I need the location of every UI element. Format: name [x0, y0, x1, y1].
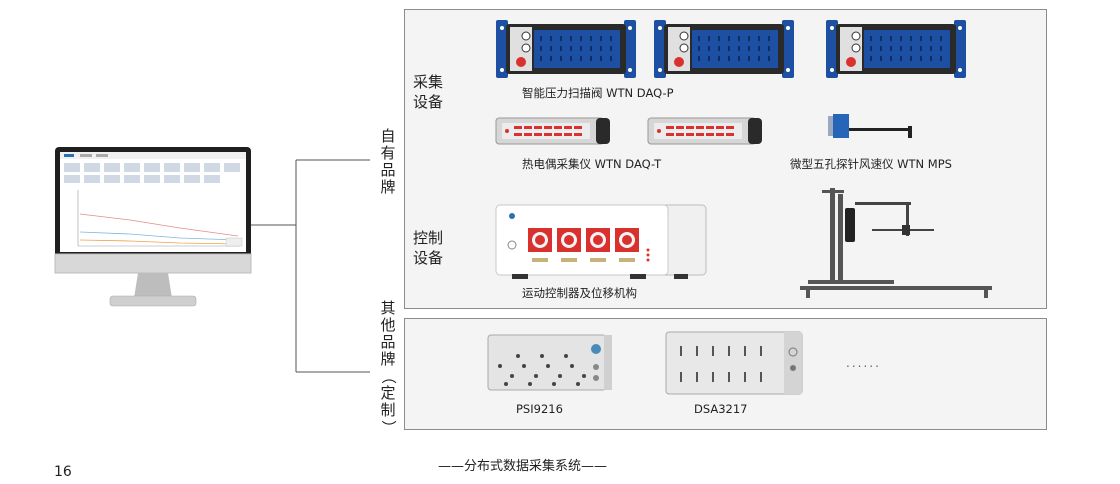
psi-caption: PSI9216	[516, 402, 563, 416]
vertical-char: 自	[380, 127, 396, 145]
control-label-line1: 控制	[413, 229, 444, 247]
control-label: 控制 设备	[413, 228, 443, 268]
own-brand-label: 自有品牌	[379, 128, 397, 196]
daq-t-caption: 热电偶采集仪 WTN DAQ-T	[522, 157, 662, 171]
other-brand-label: 其他品牌（定制）	[379, 299, 398, 436]
controller-caption: 运动控制器及位移机构	[522, 286, 637, 300]
more-devices-ellipsis: ......	[846, 356, 881, 370]
mps-caption: 微型五孔探针风速仪 WTN MPS	[790, 157, 952, 171]
vertical-char: 其	[380, 299, 396, 317]
figure-caption: ——分布式数据采集系统——	[438, 459, 608, 474]
daq-p-caption: 智能压力扫描阀 WTN DAQ-P	[522, 86, 674, 100]
acquisition-label: 采集 设备	[413, 72, 443, 112]
vertical-char: 品	[380, 333, 396, 351]
vertical-char: 牌	[380, 178, 396, 196]
page-number: 16	[54, 464, 72, 480]
vertical-char: 品	[380, 161, 396, 179]
vertical-char: 他	[380, 316, 396, 334]
acquisition-label-line2: 设备	[413, 93, 444, 111]
control-label-line2: 设备	[413, 249, 444, 267]
dsa-caption: DSA3217	[694, 402, 748, 416]
vertical-char: 有	[380, 144, 396, 162]
vertical-char: （	[379, 368, 398, 384]
vertical-char: 牌	[380, 350, 396, 368]
vertical-char: 定	[380, 384, 396, 402]
acquisition-label-line1: 采集	[413, 73, 444, 91]
vertical-char: ）	[379, 419, 398, 435]
vertical-char: 制	[380, 401, 396, 419]
